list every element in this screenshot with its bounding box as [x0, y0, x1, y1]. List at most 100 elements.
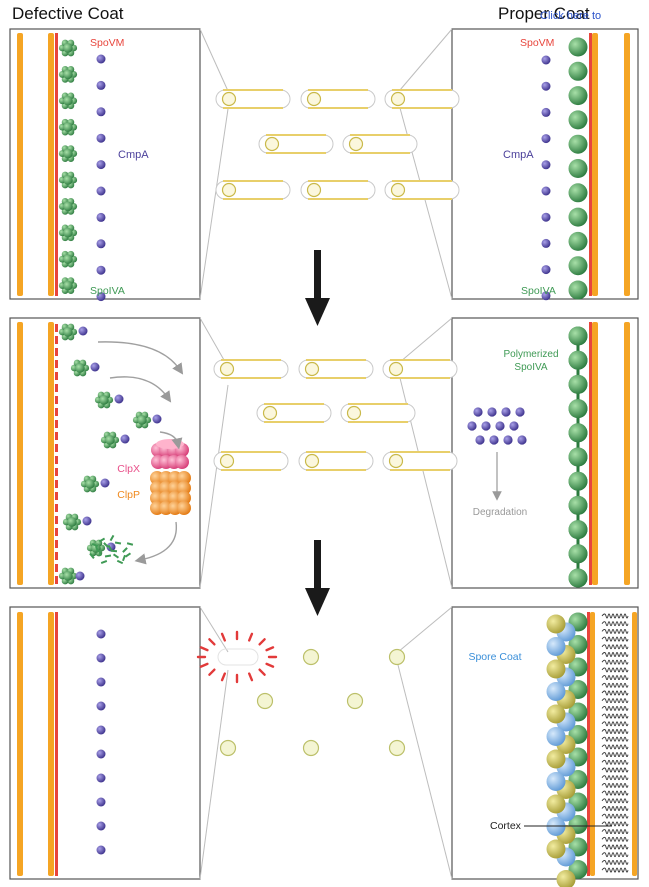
panel-proper-2 — [451, 317, 639, 589]
sporulating-cell — [384, 89, 460, 109]
spoiva-label-right: SpoIVA — [521, 285, 556, 297]
cmpa-protein — [541, 265, 551, 275]
spovm-dash — [55, 504, 58, 512]
spoiva-protein — [568, 495, 588, 515]
cmpa-protein — [541, 238, 551, 248]
spovm-layer — [589, 322, 592, 585]
spoiva-monomer — [58, 145, 78, 162]
cmpa-protein — [96, 845, 106, 855]
cmpa-protein — [75, 571, 85, 581]
spovm-dash — [55, 528, 58, 536]
cmpa-protein — [541, 291, 551, 301]
cmpa-protein — [541, 212, 551, 222]
sporulating-cell — [382, 451, 458, 471]
spoiva-protein — [568, 423, 588, 443]
cmpa-protein — [90, 362, 100, 372]
coat-protein — [546, 749, 566, 769]
spoiva-monomer — [94, 391, 114, 409]
cmpa-protein — [541, 186, 551, 196]
outer-membrane — [624, 322, 630, 585]
overlay-link-text[interactable]: Click here to — [540, 10, 602, 22]
spoiva-monomer — [58, 224, 78, 242]
inner-membrane — [590, 612, 595, 876]
zoom-line — [199, 606, 229, 653]
spovm-dash — [55, 468, 58, 476]
spovm-layer — [55, 612, 58, 876]
zoom-line — [199, 108, 229, 300]
cmpa-label-left: CmpA — [118, 149, 149, 161]
spovm-layer — [589, 33, 592, 296]
pathway-arrow — [97, 341, 184, 375]
cmpa-protein — [495, 421, 505, 431]
spoiva-protein — [568, 471, 588, 491]
cmpa-protein — [501, 407, 511, 417]
degradation-label: Degradation — [473, 507, 527, 518]
proper-coat-header: Proper Coat — [498, 4, 590, 23]
spoiva-protein — [568, 326, 588, 346]
cmpa-protein — [489, 435, 499, 445]
spoiva-monomer — [62, 513, 82, 531]
cmpa-protein — [96, 160, 106, 170]
spovm-dash — [55, 420, 58, 428]
spoiva-monomer — [58, 250, 78, 268]
mature-spore — [256, 692, 274, 710]
cmpa-protein — [96, 629, 106, 639]
cmpa-protein — [96, 239, 106, 249]
cmpa-protein — [96, 725, 106, 735]
zoom-line — [397, 606, 453, 653]
spovm-dash — [55, 480, 58, 488]
spoiva-monomer — [58, 66, 78, 83]
cmpa-protein — [473, 407, 483, 417]
spoiva-protein — [568, 568, 588, 588]
cmpa-protein — [96, 821, 106, 831]
coat-protein — [546, 839, 566, 859]
sporulating-cell — [256, 403, 332, 423]
inner-membrane — [48, 612, 54, 876]
coat-protein — [546, 637, 566, 656]
spoiva-monomer — [58, 567, 78, 585]
cortex-label: Cortex — [490, 820, 522, 832]
spoiva-monomer — [58, 198, 78, 215]
spovm-dash — [55, 336, 58, 344]
clpp-label: ClpP — [117, 489, 140, 501]
lysed-cell — [196, 630, 278, 684]
spovm-label-left: SpoVM — [90, 37, 124, 49]
cmpa-protein — [503, 435, 513, 445]
spovm-dash — [55, 456, 58, 464]
spovm-dash — [55, 564, 58, 572]
inner-membrane — [48, 33, 54, 296]
cmpa-protein — [114, 394, 124, 404]
outer-membrane — [17, 322, 23, 585]
spovm-dash — [55, 516, 58, 524]
spoiva-monomer — [58, 92, 78, 110]
cmpa-protein — [541, 55, 551, 65]
outer-membrane — [17, 33, 23, 296]
cmpa-protein — [100, 478, 110, 488]
cmpa-protein — [96, 653, 106, 663]
spoiva-label-left: SpoIVA — [90, 285, 125, 297]
spoiva-protein — [568, 374, 588, 394]
cmpa-protein — [96, 701, 106, 711]
spovm-dash — [55, 444, 58, 452]
cmpa-protein — [515, 407, 525, 417]
cmpa-protein — [96, 186, 106, 196]
sporulating-cell — [384, 180, 460, 200]
cmpa-protein — [96, 677, 106, 687]
sporulating-cell — [258, 134, 334, 154]
cmpa-protein — [96, 107, 106, 117]
spovm-dash — [55, 324, 58, 332]
spovm-dash — [55, 552, 58, 560]
spovm-layer — [587, 612, 590, 876]
clpx-complex — [151, 439, 189, 469]
down-arrow-shaft — [314, 540, 321, 590]
spovm-layer — [55, 33, 58, 296]
mature-spore — [388, 648, 406, 666]
sporulating-cell — [298, 451, 374, 471]
sporulating-cell — [213, 359, 289, 379]
spovm-dash — [55, 540, 58, 548]
spoiva-protein — [568, 350, 588, 370]
spovm-dash — [55, 408, 58, 416]
cortex-layer — [601, 613, 629, 873]
degraded-fragments — [89, 534, 134, 565]
